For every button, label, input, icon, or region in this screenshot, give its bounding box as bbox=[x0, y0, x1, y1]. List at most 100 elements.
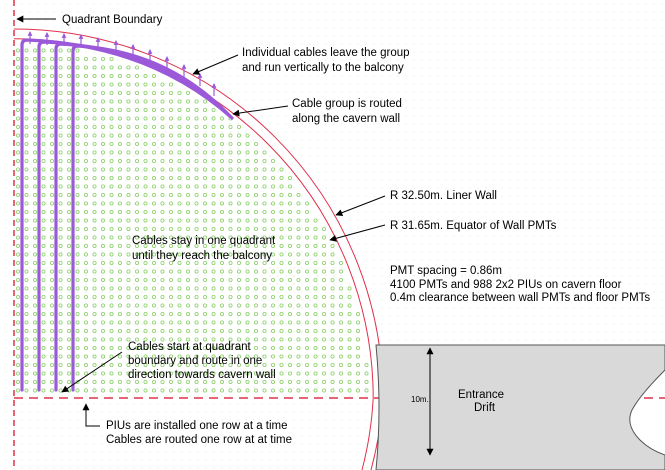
grid-dot bbox=[485, 3, 487, 5]
grid-dot bbox=[389, 299, 391, 301]
piu-dot bbox=[177, 388, 182, 393]
grid-dot bbox=[605, 59, 607, 61]
grid-dot bbox=[629, 219, 631, 221]
grid-dot bbox=[277, 339, 279, 341]
grid-dot bbox=[173, 323, 175, 325]
grid-dot bbox=[181, 155, 183, 157]
grid-dot bbox=[253, 67, 255, 69]
grid-dot bbox=[605, 107, 607, 109]
grid-dot bbox=[277, 179, 279, 181]
grid-dot bbox=[453, 51, 455, 53]
grid-dot bbox=[541, 155, 543, 157]
grid-dot bbox=[597, 291, 599, 293]
grid-dot bbox=[349, 211, 351, 213]
grid-dot bbox=[653, 283, 655, 285]
grid-dot bbox=[93, 51, 95, 53]
grid-dot bbox=[485, 267, 487, 269]
grid-dot bbox=[277, 403, 279, 405]
grid-dot bbox=[301, 27, 303, 29]
grid-dot bbox=[333, 11, 335, 13]
grid-dot bbox=[157, 35, 159, 37]
grid-dot bbox=[45, 275, 47, 277]
grid-dot bbox=[365, 195, 367, 197]
piu-dot bbox=[126, 192, 131, 197]
grid-dot bbox=[269, 403, 271, 405]
grid-dot bbox=[453, 291, 455, 293]
grid-dot bbox=[549, 195, 551, 197]
piu-dot bbox=[50, 354, 55, 359]
grid-dot bbox=[101, 3, 103, 5]
grid-dot bbox=[629, 307, 631, 309]
grid-dot bbox=[77, 307, 79, 309]
grid-dot bbox=[93, 211, 95, 213]
grid-dot bbox=[277, 459, 279, 461]
grid-dot bbox=[237, 123, 239, 125]
grid-dot bbox=[5, 139, 7, 141]
grid-dot bbox=[269, 459, 271, 461]
grid-dot bbox=[477, 195, 479, 197]
grid-dot bbox=[461, 67, 463, 69]
piu-dot bbox=[118, 277, 123, 282]
grid-dot bbox=[629, 235, 631, 237]
piu-dot bbox=[143, 269, 148, 274]
grid-dot bbox=[245, 467, 247, 469]
grid-dot bbox=[5, 379, 7, 381]
grid-dot bbox=[125, 219, 127, 221]
grid-dot bbox=[453, 35, 455, 37]
grid-dot bbox=[45, 19, 47, 21]
piu-dot bbox=[58, 209, 63, 214]
grid-dot bbox=[213, 419, 215, 421]
grid-dot bbox=[133, 27, 135, 29]
grid-dot bbox=[421, 99, 423, 101]
grid-dot bbox=[333, 75, 335, 77]
grid-dot bbox=[405, 59, 407, 61]
grid-dot bbox=[333, 411, 335, 413]
grid-dot bbox=[117, 299, 119, 301]
grid-dot bbox=[333, 427, 335, 429]
grid-dot bbox=[141, 123, 143, 125]
grid-dot bbox=[557, 139, 559, 141]
grid-dot bbox=[237, 67, 239, 69]
grid-dot bbox=[613, 195, 615, 197]
piu-dot bbox=[160, 116, 165, 121]
grid-dot bbox=[573, 203, 575, 205]
grid-dot bbox=[621, 283, 623, 285]
grid-dot bbox=[637, 107, 639, 109]
piu-dot bbox=[134, 286, 139, 291]
grid-dot bbox=[621, 275, 623, 277]
grid-dot bbox=[269, 83, 271, 85]
grid-dot bbox=[261, 91, 263, 93]
grid-dot bbox=[341, 451, 343, 453]
piu-dot bbox=[177, 354, 182, 359]
grid-dot bbox=[621, 107, 623, 109]
grid-dot bbox=[349, 187, 351, 189]
grid-dot bbox=[469, 147, 471, 149]
piu-dot bbox=[75, 379, 80, 384]
grid-dot bbox=[629, 251, 631, 253]
grid-dot bbox=[597, 323, 599, 325]
grid-dot bbox=[293, 203, 295, 205]
grid-dot bbox=[461, 35, 463, 37]
grid-dot bbox=[477, 99, 479, 101]
piu-dot bbox=[118, 218, 123, 223]
piu-dot bbox=[109, 141, 114, 146]
grid-dot bbox=[261, 243, 263, 245]
piu-dot bbox=[126, 226, 131, 231]
grid-dot bbox=[493, 179, 495, 181]
grid-dot bbox=[173, 451, 175, 453]
grid-dot bbox=[365, 83, 367, 85]
piu-dot bbox=[84, 260, 89, 265]
piu-dot bbox=[118, 328, 123, 333]
grid-dot bbox=[205, 395, 207, 397]
grid-dot bbox=[29, 387, 31, 389]
grid-dot bbox=[517, 83, 519, 85]
grid-dot bbox=[133, 251, 135, 253]
piu-dot bbox=[50, 158, 55, 163]
grid-dot bbox=[413, 155, 415, 157]
grid-dot bbox=[421, 11, 423, 13]
grid-dot bbox=[309, 51, 311, 53]
grid-dot bbox=[237, 283, 239, 285]
grid-dot bbox=[557, 259, 559, 261]
grid-dot bbox=[285, 379, 287, 381]
grid-dot bbox=[109, 427, 111, 429]
